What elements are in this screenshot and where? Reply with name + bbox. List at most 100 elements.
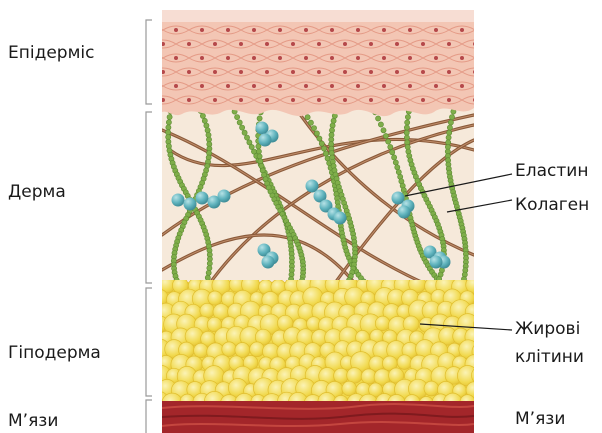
collagen-label: Колаген <box>515 195 589 215</box>
cell-nucleus <box>408 84 412 88</box>
cell-nucleus <box>291 98 295 102</box>
epidermis-cell <box>475 54 501 62</box>
cell-nucleus <box>239 70 243 74</box>
cell-nucleus <box>356 28 360 32</box>
fat-cell <box>375 316 390 331</box>
fat-cell <box>475 291 489 305</box>
elastin-bead <box>311 126 316 131</box>
fat-cell <box>474 395 491 412</box>
cell-nucleus <box>343 98 347 102</box>
elastin-bead <box>446 135 451 140</box>
elastin-bead <box>331 118 336 123</box>
cell-nucleus <box>369 70 373 74</box>
cell-nucleus <box>148 28 152 32</box>
cell-nucleus <box>278 56 282 60</box>
elastin-bead <box>378 122 383 127</box>
cell-nucleus <box>343 70 347 74</box>
cell-nucleus <box>421 70 425 74</box>
molecule <box>259 134 272 147</box>
cell-nucleus <box>213 98 217 102</box>
elastin-bead <box>202 118 207 123</box>
elastin-bead <box>317 136 322 141</box>
elastin-bead <box>386 139 391 144</box>
elastin-bead <box>383 133 388 138</box>
elastin-bead <box>207 266 212 271</box>
cell-nucleus <box>395 42 399 46</box>
cell-nucleus <box>473 98 477 102</box>
molecule <box>262 256 275 269</box>
fat-cell <box>250 342 265 357</box>
fat-cell <box>208 291 222 305</box>
epidermis-label: Епідерміс <box>8 43 94 63</box>
cell-nucleus <box>291 42 295 46</box>
cell-nucleus <box>226 56 230 60</box>
elastin-bead <box>390 150 395 155</box>
molecule <box>218 190 231 203</box>
fat-cells-label-line2: клітини <box>515 347 584 367</box>
cell-nucleus <box>200 84 204 88</box>
fat-cells-label-line1: Жирові <box>515 319 580 339</box>
cell-nucleus <box>486 84 490 88</box>
cell-nucleus <box>252 56 256 60</box>
elastin-bead <box>205 128 210 133</box>
elastin-bead <box>405 120 410 125</box>
cell-nucleus <box>252 84 256 88</box>
epidermis-cell <box>137 26 163 34</box>
cell-nucleus <box>161 98 165 102</box>
cell-nucleus <box>421 42 425 46</box>
cell-nucleus <box>226 84 230 88</box>
cell-nucleus <box>330 56 334 60</box>
elastin-bead <box>244 135 249 140</box>
cell-nucleus <box>382 56 386 60</box>
molecule <box>430 256 443 269</box>
cell-nucleus <box>356 84 360 88</box>
elastin-bead <box>323 151 328 156</box>
skin-block <box>137 10 501 433</box>
elastin-bead <box>256 144 261 149</box>
cell-nucleus <box>239 42 243 46</box>
cell-nucleus <box>395 70 399 74</box>
elastin-bead <box>321 146 326 151</box>
epidermis-bracket <box>146 20 152 104</box>
fat-cell <box>194 343 208 357</box>
cell-nucleus <box>278 28 282 32</box>
fat-cell <box>235 343 250 358</box>
cell-nucleus <box>473 70 477 74</box>
elastin-bead <box>235 115 240 120</box>
epidermis-layer <box>137 10 501 116</box>
elastin-bead <box>242 130 247 135</box>
cell-nucleus <box>304 84 308 88</box>
cell-nucleus <box>148 56 152 60</box>
elastin-label: Еластин <box>515 161 588 181</box>
cell-nucleus <box>382 84 386 88</box>
muscle-layer <box>162 401 474 433</box>
cell-nucleus <box>161 70 165 74</box>
fat-cell <box>472 367 489 384</box>
cell-nucleus <box>369 42 373 46</box>
elastin-bead <box>256 149 261 154</box>
cell-nucleus <box>460 84 464 88</box>
cell-nucleus <box>187 42 191 46</box>
molecule <box>334 212 347 225</box>
cell-nucleus <box>447 42 451 46</box>
elastin-bead <box>447 130 452 135</box>
fat-cell <box>397 355 412 370</box>
cell-nucleus <box>486 28 490 32</box>
cell-nucleus <box>434 84 438 88</box>
cell-nucleus <box>369 98 373 102</box>
cell-nucleus <box>330 28 334 32</box>
fat-cells <box>149 274 493 414</box>
hypodermis-bracket <box>146 288 152 396</box>
cell-nucleus <box>200 28 204 32</box>
cell-nucleus <box>408 28 412 32</box>
molecule <box>172 194 185 207</box>
elastin-bead <box>392 155 397 160</box>
cell-nucleus <box>317 70 321 74</box>
elastin-bead <box>204 123 209 128</box>
cell-nucleus <box>356 56 360 60</box>
cell-nucleus <box>317 42 321 46</box>
muscle-label-right: М’язи <box>515 409 565 429</box>
layer-brackets <box>146 20 152 433</box>
cell-nucleus <box>278 84 282 88</box>
